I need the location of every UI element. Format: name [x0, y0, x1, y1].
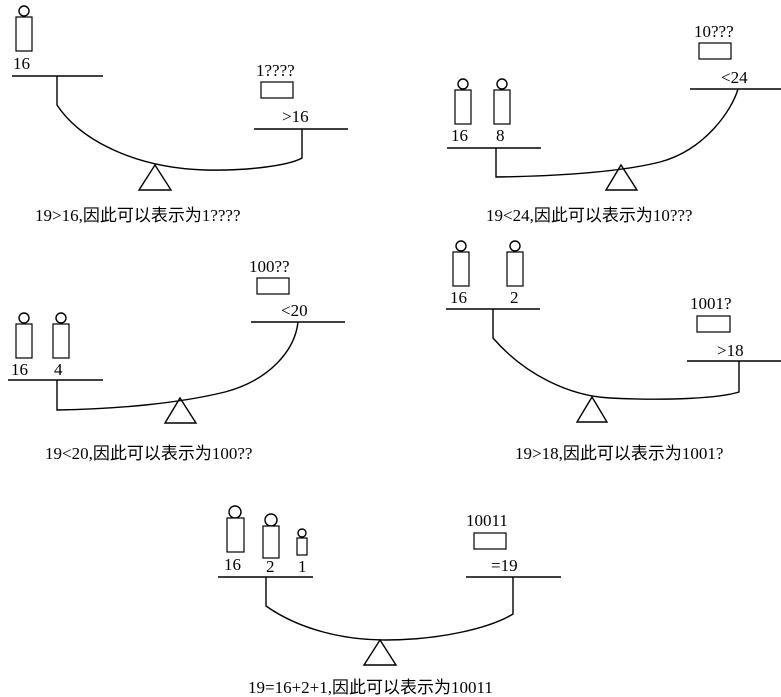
weight-label: 4 — [54, 360, 63, 379]
weight-figure-2 — [263, 514, 279, 558]
comparison-label: <20 — [281, 301, 308, 320]
panel-4: 16 2 1001? >18 19>18,因此可以表示为1001? — [446, 241, 781, 463]
weight-label: 2 — [510, 288, 519, 307]
panel-1: 16 1???? >16 19>16,因此可以表示为1???? — [12, 6, 348, 225]
weight-label: 16 — [451, 126, 468, 145]
weight-label: 16 — [11, 360, 28, 379]
weight-figure-1 — [297, 529, 307, 555]
code-label: 100?? — [249, 257, 290, 276]
code-box — [261, 82, 293, 98]
balance-beam — [57, 322, 298, 410]
caption: 19=16+2+1,因此可以表示为10011 — [248, 678, 493, 697]
code-box — [697, 316, 730, 332]
code-label: 1001? — [690, 294, 732, 313]
weight-figure-8 — [494, 79, 510, 124]
code-box — [474, 533, 506, 549]
fulcrum-triangle — [364, 640, 396, 665]
code-box — [699, 43, 731, 59]
panel-3: 16 4 100?? <20 19<20,因此可以表示为100?? — [8, 257, 345, 463]
balance-beam — [266, 577, 513, 640]
weight-figure-2 — [507, 241, 523, 286]
panel-5: 16 2 1 10011 =19 19=16+2+1,因此可以表示为10011 — [218, 506, 561, 697]
code-label: 10011 — [466, 511, 508, 530]
weight-figure-16 — [227, 506, 244, 552]
weight-figure-16 — [453, 241, 469, 286]
fulcrum-triangle — [577, 397, 607, 422]
caption: 19>18,因此可以表示为1001? — [515, 444, 723, 463]
weight-figure-4 — [53, 313, 69, 358]
weight-label: 2 — [266, 557, 275, 576]
balance-beam — [496, 89, 738, 177]
fulcrum-triangle — [139, 165, 171, 190]
weight-label: 1 — [298, 557, 307, 576]
comparison-label: <24 — [721, 68, 748, 87]
caption: 19<24,因此可以表示为10??? — [486, 206, 692, 225]
code-label: 10??? — [694, 22, 734, 41]
code-box — [257, 278, 289, 294]
comparison-label: >16 — [282, 107, 309, 126]
comparison-label: >18 — [717, 341, 744, 360]
weight-label: 8 — [496, 126, 505, 145]
code-label: 1???? — [256, 61, 295, 80]
weight-label: 16 — [13, 54, 30, 73]
weight-label: 16 — [224, 555, 241, 574]
weight-label: 16 — [450, 288, 467, 307]
weight-figure-16 — [16, 313, 32, 358]
weight-figure-16 — [455, 79, 471, 124]
comparison-label: =19 — [491, 556, 518, 575]
panel-2: 16 8 10??? <24 19<24,因此可以表示为10??? — [447, 22, 781, 225]
weight-figure-16 — [16, 6, 32, 51]
caption: 19>16,因此可以表示为1???? — [35, 206, 241, 225]
caption: 19<20,因此可以表示为100?? — [45, 444, 252, 463]
